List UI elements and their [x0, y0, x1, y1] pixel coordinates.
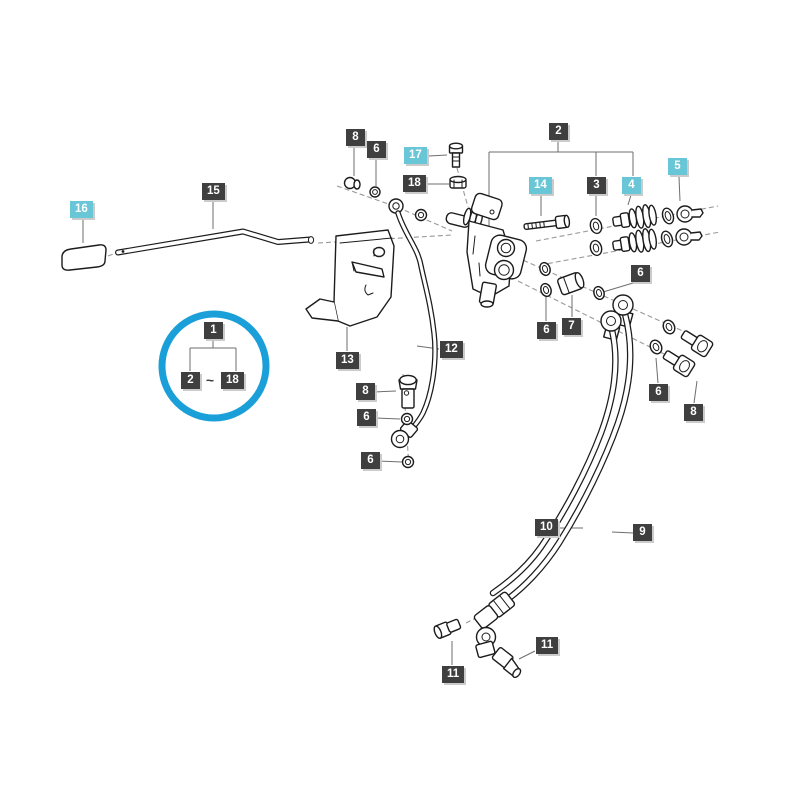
bushing-7	[557, 271, 585, 296]
o-ring-mid	[593, 285, 605, 301]
part-label-8-bolt-right[interactable]: 8	[684, 404, 703, 421]
part-label-18-range[interactable]: 18	[221, 372, 244, 389]
o-ring-near-valve	[414, 208, 428, 222]
mounting-bolt-14	[523, 214, 571, 231]
o-ring-port-b	[540, 282, 552, 298]
dust-cap-upper	[661, 205, 704, 225]
part-label-4[interactable]: 4	[622, 177, 641, 194]
part-label-1[interactable]: 1	[204, 322, 223, 339]
nut-18	[449, 175, 467, 189]
quick-coupler-upper	[612, 204, 658, 229]
control-valve	[445, 192, 528, 308]
o-ring-hose-b	[649, 339, 663, 355]
part-label-12[interactable]: 12	[440, 341, 463, 358]
part-label-6-pipe-upper[interactable]: 6	[357, 409, 376, 426]
part-label-18-top[interactable]: 18	[403, 175, 426, 192]
banjo-bolt-right-upper	[680, 330, 714, 358]
part-label-5[interactable]: 5	[668, 158, 687, 175]
adapter-fitting-right	[491, 647, 522, 679]
part-label-16[interactable]: 16	[70, 201, 93, 218]
part-label-13[interactable]: 13	[336, 352, 359, 369]
part-label-3[interactable]: 3	[587, 177, 606, 194]
hydraulic-hoses	[489, 294, 634, 603]
o-ring-pair-3	[589, 217, 603, 257]
part-label-6-port[interactable]: 6	[537, 322, 556, 339]
control-lever	[115, 228, 315, 256]
o-ring-pipe-upper	[400, 412, 414, 426]
o-ring-top-left	[369, 186, 381, 198]
adapter-fitting-left	[433, 618, 462, 639]
banjo-bolt-pipe	[398, 374, 418, 409]
part-label-11-left[interactable]: 11	[442, 666, 465, 683]
label-leader-lines	[82, 140, 698, 665]
group-note-circle	[158, 310, 270, 422]
part-label-6-top[interactable]: 6	[367, 141, 386, 158]
part-label-7[interactable]: 7	[562, 318, 581, 335]
o-ring-hose-a	[662, 319, 676, 335]
part-label-14[interactable]: 14	[529, 177, 552, 194]
quick-coupler-lower	[612, 228, 658, 253]
bolt-17	[448, 142, 464, 168]
part-label-17[interactable]: 17	[404, 147, 427, 164]
o-ring-port-a	[539, 261, 551, 277]
lever-knob	[61, 244, 107, 271]
part-label-9[interactable]: 9	[633, 524, 652, 541]
o-ring-pipe-lower	[401, 455, 415, 469]
mounting-bracket	[305, 229, 395, 327]
part-label-6-valve-right[interactable]: 6	[631, 265, 650, 282]
part-label-10[interactable]: 10	[535, 519, 558, 536]
part-label-2[interactable]: 2	[549, 123, 568, 140]
part-label-8-top[interactable]: 8	[346, 129, 365, 146]
part-label-2-range[interactable]: 2	[181, 372, 200, 389]
part-label-15[interactable]: 15	[202, 183, 225, 200]
part-label-8-pipe[interactable]: 8	[356, 383, 375, 400]
part-label-11-right[interactable]: 11	[536, 637, 559, 654]
banjo-bolt-right-lower	[662, 350, 696, 378]
hose-end-fittings	[433, 591, 522, 679]
part-label-6-pipe-lower[interactable]: 6	[361, 452, 380, 469]
plug-top-left	[343, 176, 361, 190]
delivery-pipe	[388, 198, 438, 449]
dust-cap-lower	[660, 228, 703, 248]
part-label-6-hose-right[interactable]: 6	[649, 384, 668, 401]
